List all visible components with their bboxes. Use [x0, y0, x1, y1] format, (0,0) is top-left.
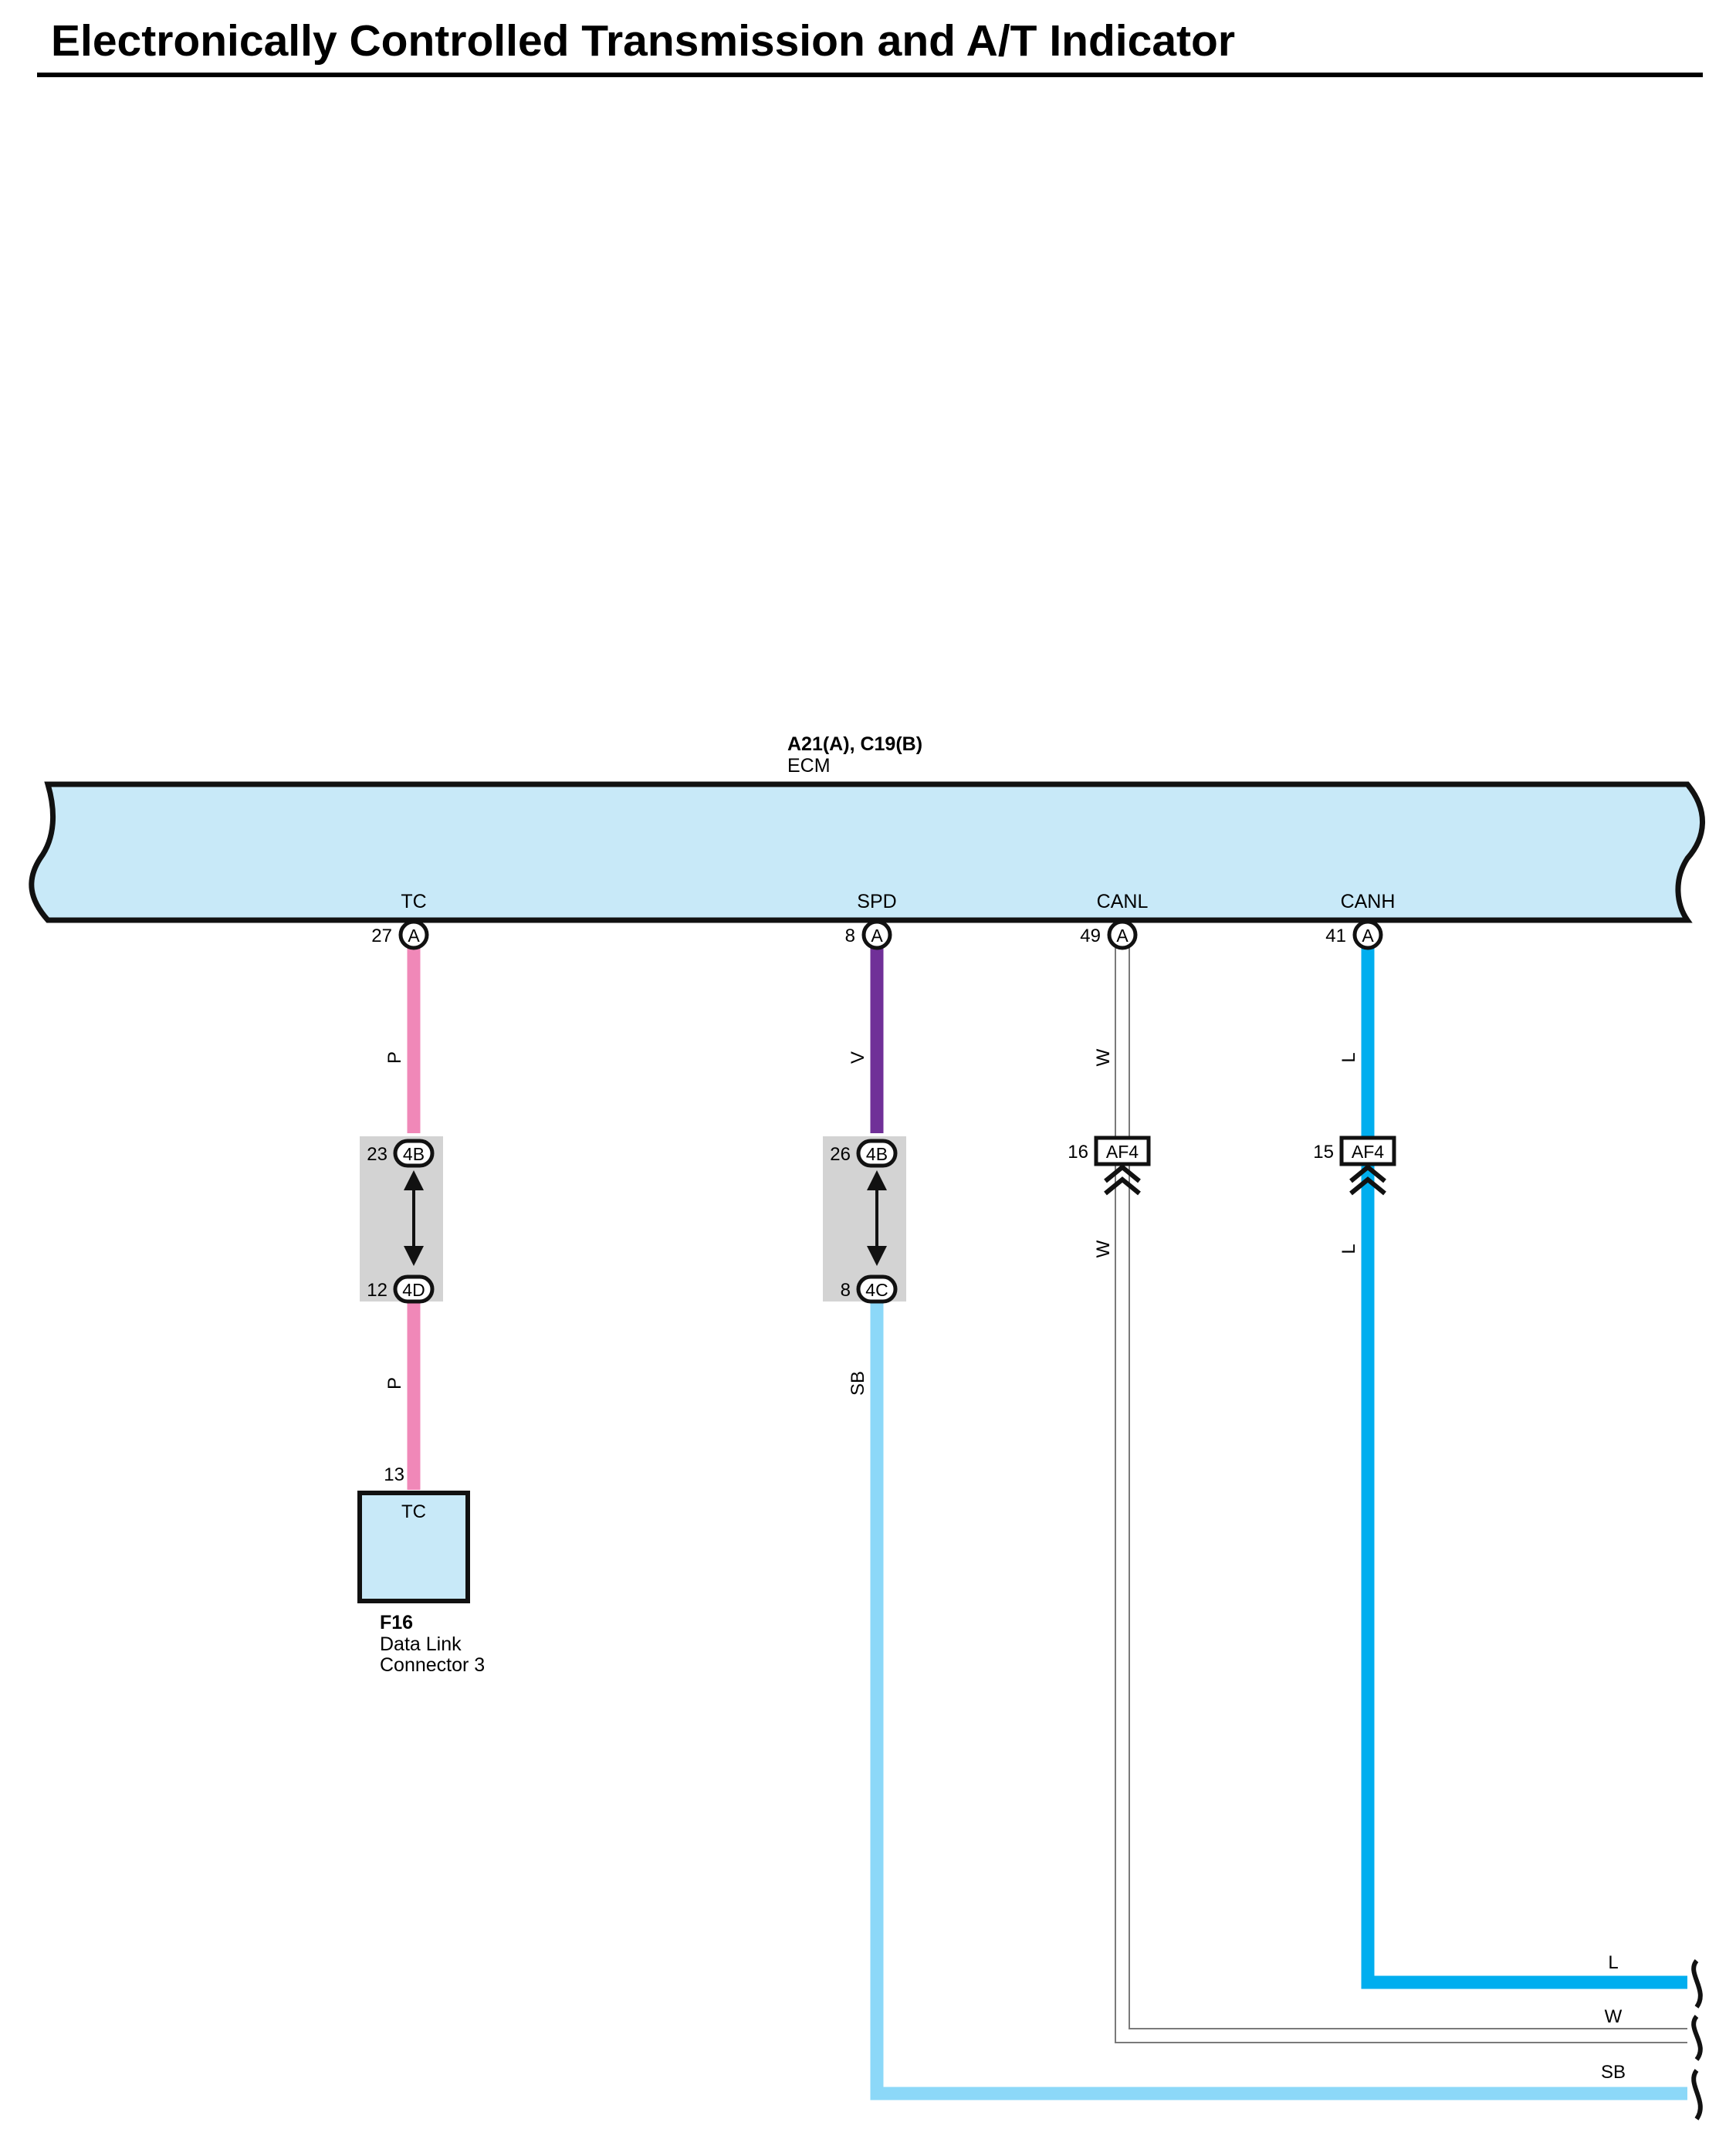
dlc-name-line1: Data Link	[380, 1633, 462, 1655]
ecm-pin-name-canl: CANL	[1097, 891, 1149, 912]
connector-af4-canl-pin: 16	[1068, 1142, 1088, 1163]
wire-canh	[1361, 945, 1687, 1989]
ecm-pin-number-canh: 41	[1325, 926, 1346, 946]
junction-spd-bottom-pin: 8	[841, 1280, 851, 1301]
break-mark-l	[1691, 1959, 1703, 2009]
ecm-pin-name-tc: TC	[401, 891, 426, 912]
ecm-pin-number-spd: 8	[845, 926, 855, 946]
wire-spd-lower-sb	[870, 1303, 1687, 2100]
title-underline	[37, 73, 1703, 77]
ecm-code: A21(A), C19(B)	[787, 733, 922, 755]
wire-canl-outline	[1115, 945, 1687, 2043]
junction-tc: 4B 4D	[360, 1136, 443, 1304]
connector-af4-canh-code: AF4	[1352, 1142, 1384, 1162]
junction-spd-bottom-code: 4C	[865, 1280, 888, 1300]
break-mark-sb	[1691, 2069, 1703, 2121]
page-title: Electronically Controlled Transmission a…	[51, 16, 1236, 66]
junction-spd-top-pin: 26	[830, 1144, 851, 1165]
wire-label-spd-lower: SB	[848, 1371, 868, 1396]
connector-af4-canl: AF4	[1094, 1136, 1151, 1196]
ecm-pin-connector-tc: A	[408, 926, 420, 946]
wire-label-canh-upper: L	[1338, 1052, 1359, 1062]
ecm-pin-number-canl: 49	[1080, 926, 1101, 946]
wire-label-canh-lower: L	[1338, 1244, 1359, 1254]
dlc-name-line2: Connector 3	[380, 1654, 485, 1676]
wire-label-tc-upper: P	[384, 1051, 405, 1064]
connector-af4-canh-pin: 15	[1313, 1142, 1334, 1163]
connector-af4-canh: AF4	[1339, 1136, 1396, 1196]
ecm-pin-number-tc: 27	[371, 926, 392, 946]
exit-label-w: W	[1605, 2006, 1623, 2027]
ecm-pin-tc: A	[398, 919, 429, 950]
ecm-pin-connector-canh: A	[1362, 926, 1374, 946]
wire-canl	[1116, 945, 1687, 2042]
junction-spd-top-code: 4B	[866, 1144, 888, 1164]
junction-tc-top-pin: 23	[367, 1144, 387, 1165]
junction-tc-bottom-pin: 12	[367, 1280, 387, 1301]
ecm-pin-canh: A	[1352, 919, 1383, 950]
dlc-body	[357, 1491, 470, 1603]
ecm-pin-connector-spd: A	[871, 926, 883, 946]
ecm-body	[29, 781, 1705, 923]
dlc-terminal: TC	[401, 1501, 426, 1522]
wire-label-canl-upper: W	[1093, 1048, 1114, 1066]
ecm-name: ECM	[787, 755, 831, 777]
junction-spd: 4B 4C	[823, 1136, 906, 1304]
ecm-pin-name-canh: CANH	[1341, 891, 1396, 912]
junction-tc-bottom-code: 4D	[402, 1280, 425, 1300]
ecm-pin-connector-canl: A	[1116, 926, 1129, 946]
ecm-pin-spd: A	[861, 919, 892, 950]
wire-label-spd-upper: V	[848, 1051, 868, 1064]
wire-label-tc-lower: P	[384, 1377, 405, 1389]
exit-label-l: L	[1608, 1952, 1618, 1973]
ecm-pin-canl: A	[1107, 919, 1138, 950]
ecm-pin-name-spd: SPD	[857, 891, 896, 912]
junction-tc-top-code: 4B	[403, 1144, 425, 1164]
dlc-pin-number: 13	[384, 1464, 404, 1485]
wire-label-canl-lower: W	[1093, 1240, 1114, 1257]
dlc-code: F16	[380, 1612, 413, 1633]
connector-af4-canl-code: AF4	[1106, 1142, 1139, 1162]
exit-label-sb: SB	[1601, 2062, 1626, 2083]
break-mark-w	[1691, 2015, 1703, 2061]
